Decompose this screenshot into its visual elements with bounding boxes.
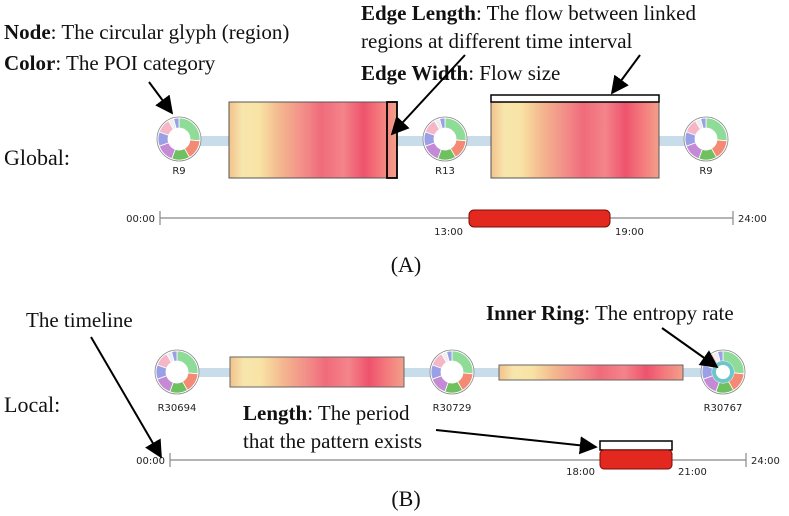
timeline-arrow [90,336,162,459]
edge-width-highlight [386,101,398,179]
glyph-center [695,128,717,150]
timeline-b-end-label: 24:00 [751,456,780,467]
connector-a2 [394,136,432,146]
inner-ring-arrow [661,327,719,369]
color-annotation: Color: The POI category [4,51,216,75]
length-arrow [435,429,598,455]
edge-length-highlight [490,94,660,103]
flow-edge-b1 [229,356,405,388]
timeline-a-period-end: 19:00 [615,227,644,238]
timeline-a-start-label: 00:00 [126,214,155,225]
connector-a3 [462,136,498,146]
local-panel-label: Local: [4,392,60,417]
region-glyph-a3 [683,116,729,162]
node-label-a1: R9 [172,166,185,177]
edge-length-annotation-line2: regions at different time interval [361,29,633,53]
flow-edge-b2 [498,364,684,381]
glyph-center [441,361,463,383]
timeline-b-period-bar [599,449,673,470]
timeline-b-period-start: 18:00 [566,467,595,478]
connector-a4 [656,136,694,146]
length-annotation: Length: The period [243,401,410,425]
node-label-b1: R30694 [158,403,197,414]
edge-length-annotation: Edge Length: The flow between linked [361,1,696,25]
region-glyph-a2 [422,116,468,162]
timeline-a-end-label: 24:00 [738,214,767,225]
node-annotation: Node: The circular glyph (region) [4,20,289,44]
node-label-b3: R30767 [704,403,743,414]
node-arrow [148,81,174,115]
region-glyph-b2 [429,349,475,395]
glyph-center [434,128,456,150]
edge-width-arrow [610,54,641,95]
connector-b1 [196,368,234,377]
region-glyph-a1 [156,116,202,162]
timeline-a-period-start: 13:00 [434,227,463,238]
edge-width-annotation: Edge Width: Flow size [361,61,560,85]
region-glyph-b3 [700,349,746,395]
connector-b4 [680,368,710,377]
node-label-a3: R9 [699,166,712,177]
flow-edge-a1 [228,101,398,179]
node-label-a2: R13 [435,166,455,177]
timeline-annotation: The timeline [26,308,133,332]
glyph-center [168,128,190,150]
caption-a: (A) [391,252,422,277]
edge-length-arrow [390,54,466,136]
global-panel-label: Global: [4,145,70,170]
length-highlight [599,440,673,451]
timeline-a-period-bar [468,209,611,228]
timeline-b-period-end: 21:00 [678,467,707,478]
caption-b: (B) [391,486,420,511]
timeline-b-start-label: 00:00 [136,456,165,467]
region-glyph-b1 [154,349,200,395]
length-annotation-line2: that the pattern exists [243,429,422,453]
inner-ring-annotation: Inner Ring: The entropy rate [486,301,734,325]
connector-b2 [402,368,436,377]
connector-a1 [196,136,236,146]
flow-edge-a2 [490,101,660,179]
node-label-b2: R30729 [433,403,472,414]
connector-b3 [468,368,502,377]
glyph-center [716,365,730,379]
glyph-center [166,361,188,383]
